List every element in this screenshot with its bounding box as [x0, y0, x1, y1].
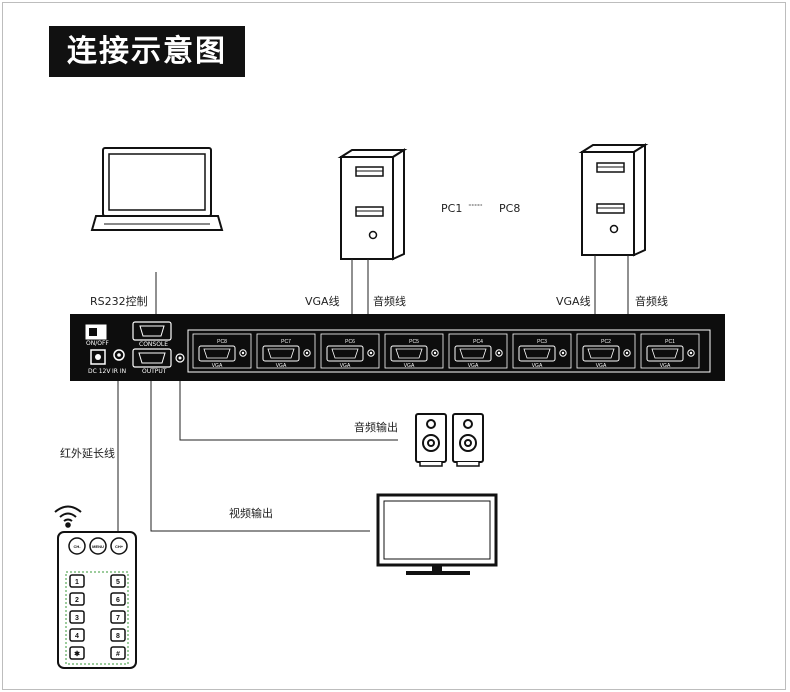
port-vga-label: VGA [660, 363, 671, 369]
remote-key-1[interactable]: 1 [69, 574, 85, 588]
label-console: CONSOLE [139, 341, 169, 348]
speaker-right-icon [452, 413, 484, 467]
label-ir-in: IR IN [112, 368, 127, 375]
remote-key-5[interactable]: 5 [110, 574, 126, 588]
remote-key-star[interactable]: ✱ [69, 646, 85, 660]
label-audio-out: 音频输出 [354, 421, 398, 434]
svg-text:2: 2 [75, 597, 79, 604]
remote-button-ch-[interactable]: CH+ [110, 537, 128, 555]
remote-key-2[interactable]: 2 [69, 592, 85, 606]
label-pc-start: PC1 [441, 202, 463, 215]
wireless-signal-icon [54, 505, 82, 528]
page-title: 连接示意图 [67, 34, 227, 69]
remote-key-7[interactable]: 7 [110, 610, 126, 624]
svg-text:CH-: CH- [73, 544, 81, 549]
port-vga-label: VGA [596, 363, 607, 369]
port-label: PC3 [537, 339, 547, 345]
label-vga-left: VGA线 [305, 295, 340, 308]
svg-text:5: 5 [116, 579, 120, 586]
port-vga-label: VGA [212, 363, 223, 369]
port-label: PC7 [281, 339, 291, 345]
label-pc-end: PC8 [499, 202, 521, 215]
label-audio-right: 音频线 [635, 295, 668, 308]
remote-key-6[interactable]: 6 [110, 592, 126, 606]
label-on-off: ON/OFF [86, 340, 109, 347]
label-audio-left: 音频线 [373, 295, 406, 308]
remote-key-4[interactable]: 4 [69, 628, 85, 642]
port-label: PC6 [345, 339, 355, 345]
port-vga-label: VGA [532, 363, 543, 369]
audio-out-cable [179, 372, 398, 441]
svg-text:#: # [116, 651, 120, 658]
video-out-cable [150, 372, 370, 532]
label-dc12v: DC 12V [88, 368, 111, 375]
desktop-pc-right-icon [578, 143, 649, 257]
port-label: PC1 [665, 339, 675, 345]
port-vga-label: VGA [276, 363, 287, 369]
svg-text:6: 6 [116, 597, 120, 604]
remote-key-8[interactable]: 8 [110, 628, 126, 642]
remote-key-hash[interactable]: # [110, 646, 126, 660]
port-vga-label: VGA [340, 363, 351, 369]
label-rs232: RS232控制 [90, 295, 148, 308]
label-ir-extension: 红外延长线 [60, 447, 115, 460]
remote-button-ch-[interactable]: CH- [68, 537, 86, 555]
pc-port-group: PC8VGAPC7VGAPC6VGAPC5VGAPC4VGAPC3VGAPC2V… [192, 333, 700, 369]
label-pc-dots: ········· [468, 201, 483, 210]
port-label: PC2 [601, 339, 611, 345]
kvm-switch-device: PC8VGAPC7VGAPC6VGAPC5VGAPC4VGAPC3VGAPC2V… [70, 314, 725, 381]
port-vga-label: VGA [468, 363, 479, 369]
label-vga-right: VGA线 [556, 295, 591, 308]
svg-text:1: 1 [75, 579, 79, 586]
label-output: OUTPUT [142, 368, 167, 375]
port-label: PC8 [217, 339, 227, 345]
svg-text:8: 8 [116, 633, 120, 640]
svg-text:4: 4 [75, 633, 79, 640]
svg-text:MENU: MENU [92, 544, 104, 549]
remote-control: CH- MENU CH+ 1 2 3 4 ✱ 5 6 7 8 # [57, 531, 137, 669]
title-banner: 连接示意图 [49, 26, 245, 77]
remote-button-menu[interactable]: MENU [89, 537, 107, 555]
port-label: PC5 [409, 339, 419, 345]
port-label: PC4 [473, 339, 483, 345]
desktop-pc-left-icon [337, 148, 408, 261]
svg-text:3: 3 [75, 615, 79, 622]
remote-key-3[interactable]: 3 [69, 610, 85, 624]
speaker-left-icon [415, 413, 447, 467]
svg-text:7: 7 [116, 615, 120, 622]
monitor-icon [376, 493, 498, 575]
label-video-out: 视频输出 [229, 507, 273, 520]
laptop-icon [90, 147, 224, 231]
svg-text:✱: ✱ [74, 650, 80, 658]
port-vga-label: VGA [404, 363, 415, 369]
svg-text:CH+: CH+ [115, 544, 124, 549]
